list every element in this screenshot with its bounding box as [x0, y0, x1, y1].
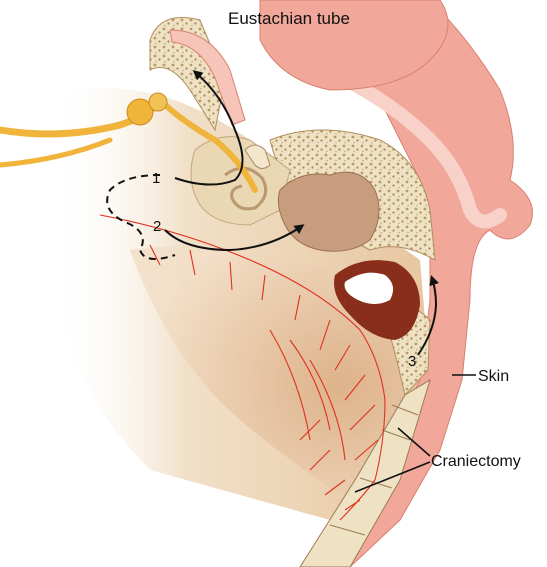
- label-eustachian-tube: Eustachian tube: [228, 9, 350, 28]
- label-skin: Skin: [478, 368, 509, 385]
- label-craniectomy: Craniectomy: [431, 453, 521, 470]
- route-number-3: 3: [408, 353, 416, 370]
- route-number-1: 1: [152, 170, 160, 187]
- route-number-2: 2: [153, 218, 161, 235]
